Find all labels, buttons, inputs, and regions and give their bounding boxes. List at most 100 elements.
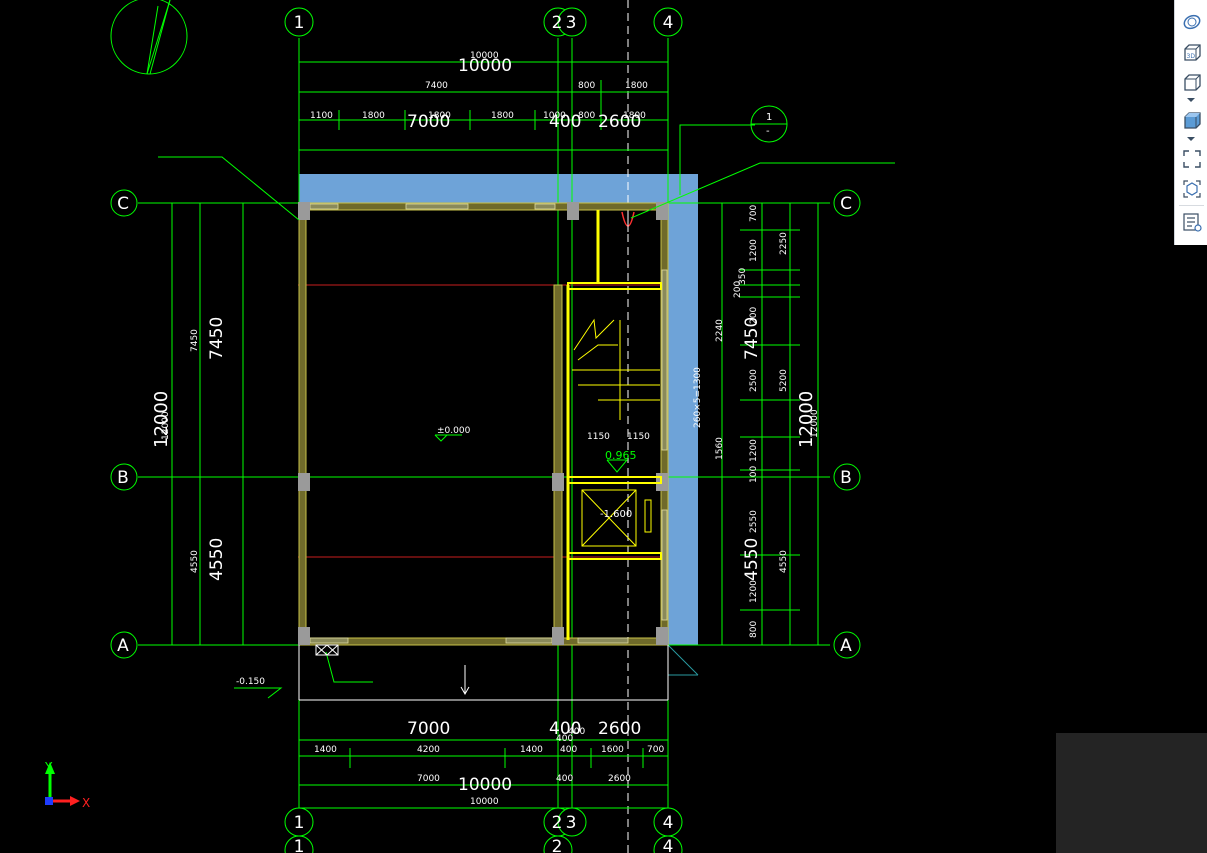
dim-bottom-r3-400: 400 [556,774,573,784]
ucs-x-label: X [82,796,90,810]
axis-bottom-4: 4 [663,813,674,833]
dim-top-1800c: 1800 [491,111,514,121]
3d-label: 3D [1186,53,1195,60]
fire-extinguisher-icon [621,211,635,232]
dim-bottom-400c: 400 [560,745,577,755]
dim-right-2550: 2550 [749,510,759,533]
dim-bottom-1600: 1600 [601,745,624,755]
dim-right-2250: 2250 [779,232,789,255]
dim-right-2500: 2500 [749,369,759,392]
orbit-icon[interactable] [1178,10,1205,34]
dim-left-12000: 12000 [151,391,172,448]
axis-row-a-left: A [117,636,129,656]
axis-top-2: 2 [552,13,563,33]
walls [298,202,669,646]
stair-width-1: 1150 [587,432,610,442]
dim-bottom-400a: 400 [568,727,585,737]
dim-right-1560: 1560 [715,437,725,460]
axis-row-a-right: A [840,636,852,656]
axis-bottom-sub-1: 1 [294,837,305,853]
dim-right-700: 700 [749,205,759,222]
dim-right-4550: 4550 [742,538,762,581]
dim-top-total-small: 10000 [470,51,499,61]
axis-top-3: 3 [566,13,577,33]
dim-bottom-total-small: 10000 [470,797,499,807]
stair-width-2: 1150 [627,432,650,442]
leader-lines [158,105,895,699]
windows [309,203,668,644]
dim-top-1000: 1000 [543,111,566,121]
axis-bottom-3: 3 [566,813,577,833]
dim-top-bay-400: 400 [549,112,581,132]
axis-bottom-sub-4: 4 [663,837,674,853]
dim-right-12000-small: 12000 [810,409,820,438]
view-toolbar: 3D [1174,0,1207,245]
toolbar-separator [1179,205,1204,206]
dim-top-total-large: 10000 [458,56,512,76]
dim-bottom-1400b: 1400 [520,745,543,755]
entrance-marks [298,644,669,700]
axis-bottom-1: 1 [294,813,305,833]
dim-left-7450-small: 7450 [190,329,200,352]
axis-row-b-right: B [840,468,852,488]
axis-row-c-right: C [840,194,852,214]
left-dimension-lines [165,203,250,645]
right-dimension-lines [721,203,819,645]
dim-top-800-r3: 800 [578,111,595,121]
properties-panel-icon[interactable] [1178,210,1205,234]
dim-right-200a: 200 [733,281,743,298]
axis-bottom-sub-2: 2 [552,837,563,853]
axis-row-b-left: B [117,468,129,488]
stair-and-elevator-core [566,210,662,640]
dim-bottom-bay-400: 400 [549,719,581,739]
fit-extents-icon[interactable] [1178,147,1205,171]
grid-lines-green [138,38,830,820]
ucs-y-label: Y [44,760,53,774]
dim-right-5200: 5200 [779,369,789,392]
axis-top-1: 1 [294,13,305,33]
axis-top-4: 4 [663,13,674,33]
stair-note: 260×5=1300 [693,367,703,428]
dim-right-350: 350 [738,268,748,285]
level-marker-floor: ±0.000 [434,426,471,442]
canopy-slab [299,174,699,676]
axis-bubbles-bottom [284,807,683,853]
chevron-down-icon[interactable] [1187,98,1195,102]
north-arrow-icon [110,0,188,75]
top-dimension-lines [299,61,668,151]
level-stair-landing: 0.965 [605,449,637,462]
dim-bottom-700: 700 [647,745,664,755]
dim-right-1200a: 1200 [749,239,759,262]
solid-box-icon[interactable] [1178,108,1205,132]
dim-left-4550: 4550 [207,538,227,581]
dim-left-12000-small: 12000 [161,411,171,440]
dim-top-1800a: 1800 [362,111,385,121]
overlay-panel [1056,733,1207,853]
dim-top-1800-r2: 1800 [625,81,648,91]
3d-view-icon[interactable]: 3D [1178,40,1205,64]
dim-bottom-400b: 400 [556,734,573,744]
axis-bubbles-rows [110,189,861,659]
dim-top-bay-2600: 2600 [598,112,641,132]
axis-row-c-left: C [117,194,129,214]
component-icon[interactable] [1178,177,1205,201]
dim-bottom-bay-2600: 2600 [598,719,641,739]
dim-right-2240: 2240 [715,319,725,342]
chevron-down-icon[interactable] [1187,137,1195,141]
detail-mark-bottom: - [766,126,770,137]
dim-right-4550-small: 4550 [779,550,789,573]
detail-mark-top: 1 [766,112,772,123]
dim-top-bay-7000: 7000 [407,112,450,132]
bottom-dimension-lines [299,699,668,809]
axis-bottom-2: 2 [552,813,563,833]
view-cube-icon[interactable] [1178,70,1205,94]
dim-bottom-r3-2600: 2600 [608,774,631,784]
dim-top-800: 800 [578,81,595,91]
dim-top-1100: 1100 [310,111,333,121]
dim-bottom-r3-7000: 7000 [417,774,440,784]
dim-right-12000: 12000 [796,391,817,448]
level-exterior: -0.150 [236,677,265,687]
dim-bottom-4200: 4200 [417,745,440,755]
dim-top-1800b: 1800 [428,111,451,121]
